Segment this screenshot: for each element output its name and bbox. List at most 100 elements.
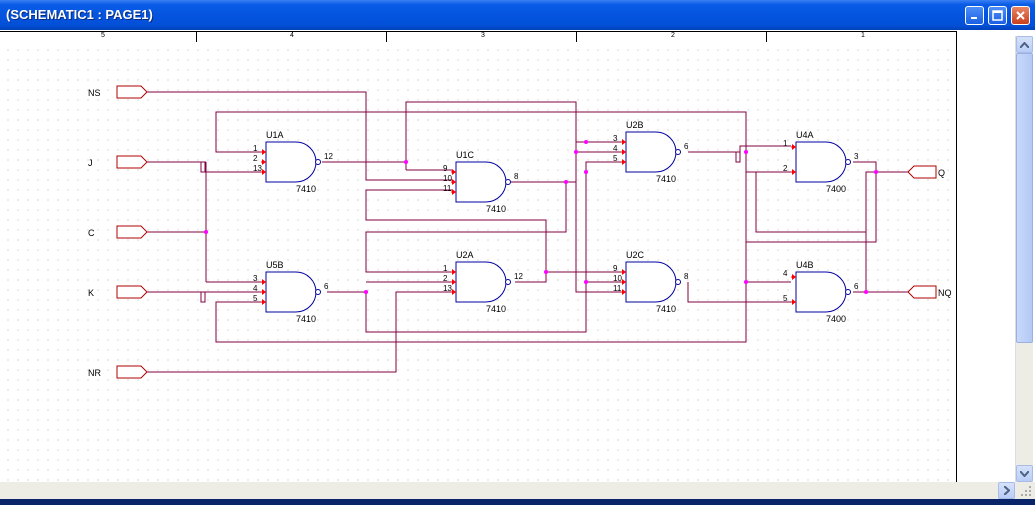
wire: [575, 141, 622, 293]
gates[interactable]: U1A7410121312U5B74103456U1C7410910118U2A…: [253, 120, 859, 324]
port-label: Q: [938, 168, 945, 178]
pin-number: 4: [783, 269, 788, 278]
ruler-tick: [766, 32, 767, 42]
pin-number: 2: [443, 274, 448, 283]
scroll-right-button[interactable]: [998, 482, 1015, 499]
pin-arrow: [622, 269, 626, 275]
input-port-k[interactable]: K: [88, 285, 148, 299]
port-shape: [116, 225, 148, 239]
inversion-bubble: [845, 289, 851, 295]
scroll-down-button[interactable]: [1016, 465, 1033, 482]
inversion-bubble: [845, 159, 851, 165]
port-shape: [116, 285, 148, 299]
gate-part: 7400: [826, 314, 846, 324]
pin-arrow: [262, 279, 266, 285]
gate-body: [455, 261, 507, 303]
pin-arrow: [622, 159, 626, 165]
scroll-up-button[interactable]: [1016, 36, 1033, 53]
pin-number: 3: [854, 152, 859, 161]
gate-body: [795, 271, 847, 313]
vertical-scrollbar[interactable]: [1015, 36, 1033, 482]
close-icon: [1016, 11, 1025, 20]
ruler-label: 1: [861, 32, 865, 39]
horizontal-scrollbar[interactable]: [0, 482, 1035, 499]
gate-part: 7410: [656, 304, 676, 314]
pin-number: 12: [324, 152, 333, 161]
pin-arrow: [622, 279, 626, 285]
pin-arrow: [452, 189, 456, 195]
port-label: J: [88, 158, 93, 168]
pin-arrow: [622, 139, 626, 145]
input-port-ns[interactable]: NS: [88, 85, 148, 99]
gate-ref: U2A: [456, 250, 474, 260]
pin-arrow: [452, 289, 456, 295]
pin-number: 8: [684, 272, 689, 281]
gate-body: [625, 261, 677, 303]
port-shape: [907, 165, 937, 179]
pin-number: 9: [443, 164, 448, 173]
pin-number: 3: [253, 274, 258, 283]
junction-dot: [204, 230, 208, 234]
resize-grip-icon[interactable]: [1019, 484, 1033, 498]
pin-number: 1: [253, 144, 258, 153]
ruler-label: 5: [101, 32, 105, 39]
inversion-bubble: [505, 179, 511, 185]
output-port-q[interactable]: Q: [907, 165, 945, 179]
maximize-button[interactable]: [988, 6, 1007, 25]
gate-ref: U2C: [626, 250, 645, 260]
input-port-j[interactable]: J: [88, 155, 148, 169]
inversion-bubble: [675, 149, 681, 155]
junction-dot: [584, 140, 588, 144]
port-label: K: [88, 288, 94, 298]
pin-number: 6: [684, 142, 689, 151]
maximize-icon: [992, 10, 1003, 21]
pin-number: 2: [253, 154, 258, 163]
wire: [215, 172, 877, 343]
sheet-border: [956, 31, 957, 483]
wire: [365, 182, 567, 273]
junctions: [204, 140, 878, 294]
pin-number: 8: [514, 172, 519, 181]
pin-arrow: [262, 169, 266, 175]
gate-body: [795, 141, 847, 183]
junction-dot: [584, 280, 588, 284]
port-label: NQ: [938, 288, 952, 298]
schematic-canvas[interactable]: [0, 42, 956, 482]
pin-arrow: [792, 169, 796, 175]
pin-arrow: [622, 289, 626, 295]
close-button[interactable]: [1011, 6, 1030, 25]
input-port-nr[interactable]: NR: [88, 365, 148, 379]
gate-part: 7410: [656, 174, 676, 184]
pin-number: 4: [613, 144, 618, 153]
wire: [853, 161, 908, 173]
title-bar[interactable]: (SCHEMATIC1 : PAGE1): [0, 0, 1035, 30]
output-port-nq[interactable]: NQ: [907, 285, 952, 299]
pin-number: 5: [253, 294, 258, 303]
pin-number: 13: [253, 164, 262, 173]
gate-ref: U2B: [626, 120, 644, 130]
gate-part: 7400: [826, 184, 846, 194]
wire: [322, 101, 622, 163]
port-shape: [116, 155, 148, 169]
minimize-button[interactable]: [965, 6, 984, 25]
gate-part: 7410: [486, 304, 506, 314]
ports[interactable]: NS J C K NR Q NQ: [88, 85, 952, 379]
port-label: C: [88, 228, 95, 238]
pin-number: 10: [443, 174, 452, 183]
pin-number: 11: [613, 284, 622, 293]
junction-dot: [744, 150, 748, 154]
pin-number: 5: [613, 154, 618, 163]
pin-arrow: [452, 179, 456, 185]
scroll-thumb[interactable]: [1016, 53, 1033, 343]
input-port-c[interactable]: C: [88, 225, 148, 239]
pin-number: 2: [783, 164, 788, 173]
